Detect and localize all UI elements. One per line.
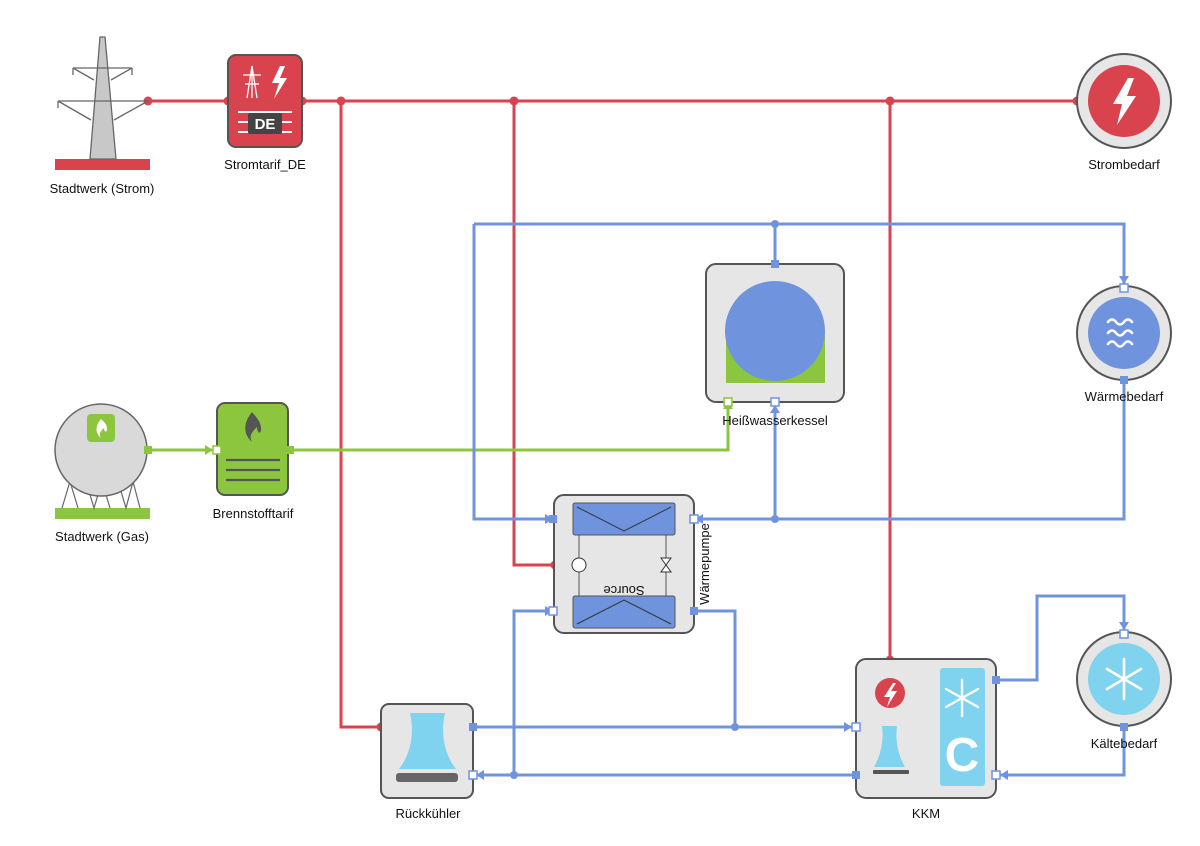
stadtwerk-gas-node[interactable]: Stadtwerk (Gas) <box>54 403 150 544</box>
hp-source-out-line[interactable] <box>695 609 737 727</box>
port-fuel-out[interactable] <box>286 446 294 454</box>
hp-evaporator <box>572 595 676 629</box>
lightning-icon <box>1113 78 1136 125</box>
port-boiler-fuel-in[interactable] <box>723 397 733 407</box>
ground-bar <box>55 508 150 519</box>
waermebedarf-label: Wärmebedarf <box>1085 389 1164 404</box>
ground-bar <box>55 159 150 170</box>
kkm-node[interactable]: C KKM <box>855 658 997 821</box>
port-kkm-cooling-in[interactable] <box>851 722 861 732</box>
gas-line-2[interactable] <box>290 402 730 452</box>
cooling-tower-icon <box>399 713 456 769</box>
port-kaeltebedarf-out[interactable] <box>1120 723 1128 731</box>
rueckkuehler-node[interactable]: Rückkühler <box>380 703 474 821</box>
port-boiler-in[interactable] <box>770 397 780 407</box>
power-line-rueckkuehler[interactable] <box>339 101 381 729</box>
hp-heat-inlet-line[interactable] <box>472 224 553 521</box>
arrowhead <box>1119 622 1129 630</box>
heat-junctions <box>510 220 779 779</box>
heat-return-line[interactable] <box>695 381 1126 521</box>
heat-supply-line[interactable] <box>474 222 1126 284</box>
kaeltebedarf-node[interactable]: Kältebedarf <box>1076 631 1172 751</box>
flame-icon <box>245 412 261 442</box>
heat-lines <box>472 222 1126 777</box>
port-waermebedarf-in[interactable] <box>1119 283 1129 293</box>
heisswasserkessel-node[interactable]: Heißwasserkessel <box>705 263 845 428</box>
hp-condenser <box>572 502 676 536</box>
strombedarf-node[interactable]: Strombedarf <box>1076 53 1172 172</box>
kkm-letter: C <box>945 729 980 782</box>
port-cooler-in[interactable] <box>468 770 478 780</box>
junction <box>771 220 779 228</box>
arrowhead <box>844 722 852 732</box>
port-cooler-out[interactable] <box>469 723 477 731</box>
stromtarif-label: Stromtarif_DE <box>224 157 306 172</box>
port-fuel-in[interactable] <box>212 445 222 455</box>
junction <box>510 771 518 779</box>
hp-source-line[interactable] <box>512 609 553 775</box>
de-badge-label: DE <box>255 116 276 133</box>
strombedarf-label: Strombedarf <box>1088 157 1160 172</box>
snowflake-icon <box>944 678 980 718</box>
kaeltebedarf-label: Kältebedarf <box>1091 736 1158 751</box>
port-hp-source-out[interactable] <box>690 607 698 615</box>
rueckkuehler-label: Rückkühler <box>395 806 461 821</box>
lightning-icon <box>272 66 287 99</box>
cold-supply-line[interactable] <box>997 594 1126 682</box>
arrowhead <box>1000 770 1008 780</box>
port-kaeltebedarf-in[interactable] <box>1119 629 1129 639</box>
port-kkm-cold-in[interactable] <box>991 770 1001 780</box>
port-hp-heat-in[interactable] <box>689 514 699 524</box>
cold-return-line[interactable] <box>1000 727 1126 777</box>
kkm-label: KKM <box>912 806 940 821</box>
stadtwerk-strom-label: Stadtwerk (Strom) <box>50 181 155 196</box>
stadtwerk-strom-node[interactable]: Stadtwerk (Strom) <box>50 36 155 196</box>
junction <box>885 96 895 106</box>
power-pylon-icon <box>57 36 149 160</box>
port-kkm-cooling-out[interactable] <box>852 771 860 779</box>
flame-icon <box>96 419 107 438</box>
lightning-icon <box>884 683 897 707</box>
waermebedarf-node[interactable]: Wärmebedarf <box>1076 285 1172 404</box>
heisswasserkessel-label: Heißwasserkessel <box>722 413 828 428</box>
ports <box>144 260 1129 780</box>
port-waermebedarf-out[interactable] <box>1120 376 1128 384</box>
snowflake-icon <box>1105 657 1143 701</box>
valve-icon <box>660 557 672 573</box>
junction <box>336 96 346 106</box>
arrowhead <box>205 445 213 455</box>
de-badge <box>248 113 282 134</box>
kkm-cold-panel <box>940 668 985 786</box>
arrowhead <box>770 405 780 413</box>
cooling-tower-icon <box>874 726 905 767</box>
heat-waves-icon <box>1106 318 1134 348</box>
junction <box>771 515 779 523</box>
tariff-lines <box>226 458 280 482</box>
brennstofftarif-label: Brennstofftarif <box>213 506 294 521</box>
port-hp-source-in[interactable] <box>548 606 558 616</box>
port-kkm-cold-out[interactable] <box>992 676 1000 684</box>
waermepumpe-node[interactable]: Source Wärmepumpe <box>553 494 712 634</box>
source-label: Source <box>603 583 644 598</box>
fuel-lines <box>148 402 730 452</box>
cooling-tower-base <box>396 773 458 782</box>
compressor-icon <box>571 557 587 573</box>
waermepumpe-label: Wärmepumpe <box>697 523 712 605</box>
port-gas-out[interactable] <box>144 446 152 454</box>
stromtarif-node[interactable]: DE Stromtarif_DE <box>224 54 306 172</box>
junction <box>731 723 739 731</box>
brennstofftarif-node[interactable]: Brennstofftarif <box>213 402 294 521</box>
arrowhead <box>1119 276 1129 284</box>
arrowhead <box>695 514 703 524</box>
junction <box>509 96 519 106</box>
pylon-icon <box>243 65 261 99</box>
cooling-tower-base <box>873 770 909 774</box>
stadtwerk-gas-label: Stadtwerk (Gas) <box>55 529 149 544</box>
port-hp-heat-out[interactable] <box>549 515 557 523</box>
boiler-tank-icon <box>725 281 825 381</box>
power-line-waermepumpe[interactable] <box>512 101 555 567</box>
arrowhead <box>476 770 484 780</box>
port-boiler-out[interactable] <box>771 260 779 268</box>
